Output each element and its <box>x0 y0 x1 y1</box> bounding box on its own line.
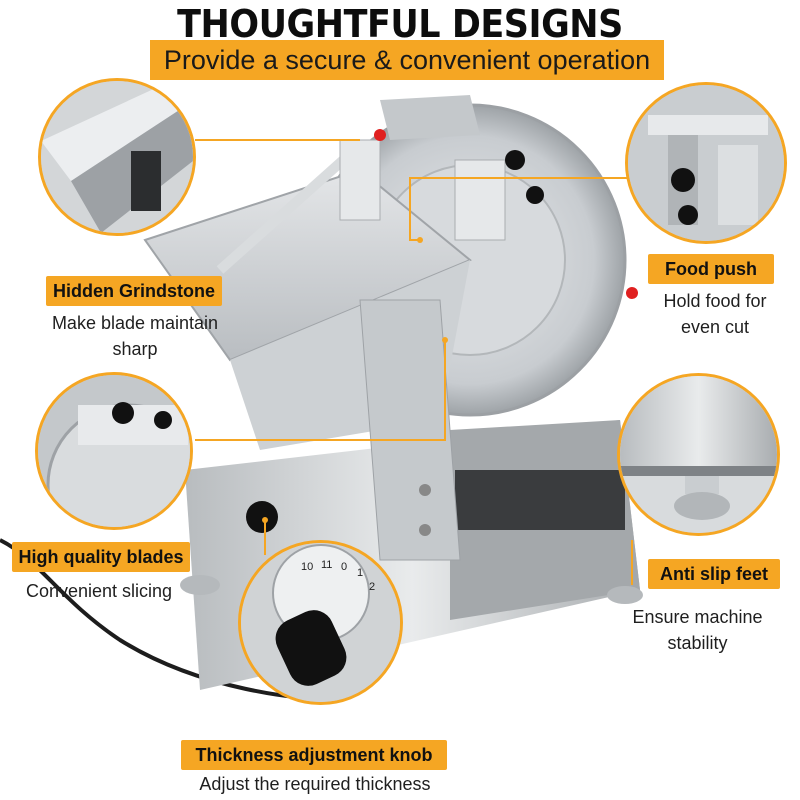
dial-number: 11 <box>321 559 333 571</box>
blades-detail-image <box>38 375 190 527</box>
dial-number: 10 <box>301 561 314 573</box>
grindstone-detail-image <box>41 81 193 233</box>
detail-circle-grindstone <box>38 78 196 236</box>
feature-desc-high-quality-blades: Convenient slicing <box>25 581 173 601</box>
detail-circle-knob: 10 11 0 1 2 <box>238 540 403 705</box>
feet-detail-image <box>620 376 777 533</box>
dial-number: 0 <box>341 561 348 573</box>
feature-desc-anti-slip-feet-line2: stability <box>667 633 728 653</box>
detail-circle-food-push <box>625 82 787 244</box>
dial-number: 2 <box>369 581 376 593</box>
feature-desc-hidden-grindstone-line1: Make blade maintain <box>51 313 219 333</box>
feature-tag-high-quality-blades: High quality blades <box>12 542 190 572</box>
page-title: THOUGHTFUL DESIGNS <box>177 2 623 46</box>
feature-desc-food-push-line2: even cut <box>680 317 750 337</box>
food-push-detail-image <box>628 85 784 241</box>
feature-desc-hidden-grindstone-line2: sharp <box>112 339 158 359</box>
feature-tag-thickness-adjustment-knob: Thickness adjustment knob <box>181 740 447 770</box>
page-subtitle: Provide a secure & convenient operation <box>150 40 664 80</box>
knob-detail-image <box>241 543 400 702</box>
feature-desc-food-push-line1: Hold food for <box>663 291 767 311</box>
feature-tag-hidden-grindstone: Hidden Grindstone <box>46 276 222 306</box>
detail-circle-blades <box>35 372 193 530</box>
feature-tag-food-push: Food push <box>648 254 774 284</box>
feature-desc-anti-slip-feet-line1: Ensure machine <box>632 607 763 627</box>
feature-tag-anti-slip-feet: Anti slip feet <box>648 559 780 589</box>
detail-circle-feet <box>617 373 780 536</box>
feature-desc-thickness-adjustment-knob: Adjust the required thickness <box>199 774 431 794</box>
dial-number: 1 <box>357 567 364 579</box>
